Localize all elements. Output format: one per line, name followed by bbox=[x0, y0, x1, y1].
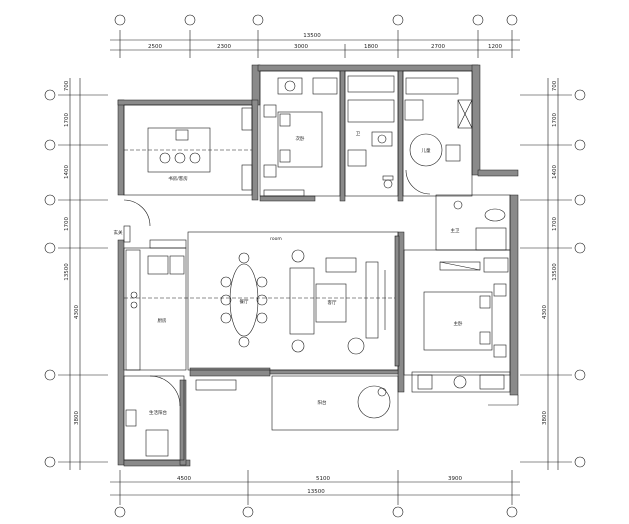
right-dim-texts: 700 1700 1400 1700 4300 3800 13500 bbox=[542, 80, 558, 425]
master-bath-fixtures bbox=[439, 200, 509, 273]
left-dim-5: 4300 bbox=[74, 305, 80, 319]
laundry-label: 生活阳台 bbox=[149, 409, 167, 416]
right-dim-1: 700 bbox=[552, 80, 558, 91]
bottom-dim-3: 3900 bbox=[448, 476, 462, 482]
master-bath-label: 主卫 bbox=[451, 227, 460, 234]
room-lines bbox=[123, 70, 519, 461]
bottom-dimension-lines bbox=[110, 470, 520, 505]
top-dimension-lines bbox=[110, 30, 520, 58]
top-dim-4: 1800 bbox=[364, 44, 378, 50]
kids-room-furniture bbox=[404, 77, 473, 195]
right-dim-5: 4300 bbox=[542, 305, 548, 319]
entry-label: 玄关 bbox=[114, 229, 123, 236]
living-sofa-set bbox=[289, 235, 400, 367]
dining-label: 餐厅 bbox=[240, 298, 249, 305]
study-label: 书房/客房 bbox=[168, 175, 188, 182]
top-total-dim: 13500 bbox=[303, 33, 321, 39]
bottom-total-dim: 13500 bbox=[307, 489, 325, 495]
top-dim-5: 2700 bbox=[431, 44, 445, 50]
right-total-dim: 13500 bbox=[552, 263, 558, 281]
right-dim-2: 1700 bbox=[552, 113, 558, 127]
top-dim-1: 2500 bbox=[148, 44, 162, 50]
left-dim-6: 3800 bbox=[74, 411, 80, 425]
laundry-fixtures bbox=[125, 375, 181, 457]
left-dim-2: 1700 bbox=[64, 113, 70, 127]
second-bedroom-bed bbox=[263, 77, 338, 197]
master-bed bbox=[417, 283, 507, 390]
left-dimension-lines bbox=[58, 78, 108, 470]
master-bedroom-label: 主卧 bbox=[454, 320, 463, 327]
top-dim-2: 2300 bbox=[217, 44, 231, 50]
axis-bubbles bbox=[44, 14, 586, 518]
bottom-dim-1: 4500 bbox=[177, 476, 191, 482]
living-label: room bbox=[270, 236, 282, 242]
balcony-label: 阳台 bbox=[318, 399, 327, 406]
bath-1-fixtures bbox=[347, 75, 395, 189]
right-dim-6: 3800 bbox=[542, 411, 548, 425]
left-dim-texts: 700 1700 1400 1700 4300 3800 13500 bbox=[64, 80, 80, 425]
left-dim-1: 700 bbox=[64, 80, 70, 91]
left-dim-3: 1400 bbox=[64, 165, 70, 179]
right-dim-3: 1400 bbox=[552, 165, 558, 179]
left-total-dim: 13500 bbox=[64, 263, 70, 281]
second-bedroom-label: 次卧 bbox=[296, 135, 305, 142]
kids-room-label: 儿童 bbox=[422, 147, 431, 154]
right-dim-4: 1700 bbox=[552, 217, 558, 231]
bottom-dim-2: 5100 bbox=[316, 476, 330, 482]
kitchen-label: 厨房 bbox=[158, 317, 167, 324]
left-dim-4: 1700 bbox=[64, 217, 70, 231]
right-dimension-lines bbox=[520, 78, 572, 470]
kitchen-fixtures bbox=[125, 239, 187, 371]
top-dim-3: 3000 bbox=[294, 44, 308, 50]
bath-1-label: 卫 bbox=[356, 131, 361, 137]
living-zone-label: 客厅 bbox=[328, 299, 337, 306]
balcony-furniture bbox=[195, 379, 391, 419]
top-dim-6: 1200 bbox=[488, 44, 502, 50]
entry-door bbox=[123, 199, 151, 243]
dining-table bbox=[124, 252, 398, 348]
study-desk bbox=[124, 107, 253, 191]
